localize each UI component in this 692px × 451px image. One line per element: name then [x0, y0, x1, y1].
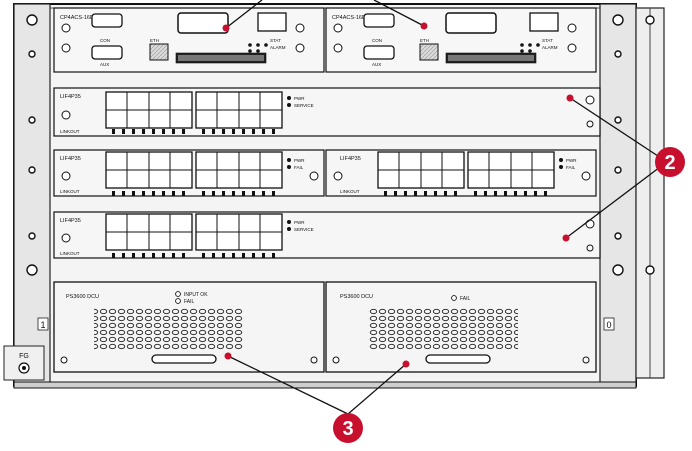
rail-screws	[26, 14, 655, 276]
line-card-4: LIF4P35 LINKOUT PWR SERVICE	[53, 211, 601, 259]
control-card-right: CP4ACS-16D CON AUX ETH STAT ALARM	[325, 7, 597, 73]
svg-text:LIF4P35: LIF4P35	[340, 156, 361, 162]
svg-text:LINKOUT: LINKOUT	[340, 189, 360, 194]
svg-text:PWR: PWR	[566, 158, 577, 163]
svg-text:0: 0	[606, 320, 611, 330]
svg-text:3: 3	[342, 418, 353, 440]
svg-text:LINKOUT: LINKOUT	[60, 129, 80, 134]
svg-text:AUX: AUX	[372, 62, 381, 67]
svg-text:CP4ACS-16D: CP4ACS-16D	[332, 15, 366, 21]
svg-text:FAIL: FAIL	[294, 165, 304, 170]
svg-text:1: 1	[40, 320, 45, 330]
power-unit-right: PS3600 DCU FAIL	[325, 281, 597, 373]
svg-text:PS3600 DCU: PS3600 DCU	[66, 294, 99, 300]
svg-text:CON: CON	[372, 38, 382, 43]
svg-text:FAIL: FAIL	[184, 299, 195, 305]
svg-text:LINKOUT: LINKOUT	[60, 189, 80, 194]
callout-badge-2: 2	[655, 147, 685, 177]
svg-text:FG: FG	[19, 353, 29, 360]
svg-text:LINKOUT: LINKOUT	[60, 251, 80, 256]
svg-text:LIF4P35: LIF4P35	[60, 94, 81, 100]
svg-text:PWR: PWR	[294, 96, 305, 101]
svg-text:FAIL: FAIL	[460, 296, 471, 302]
callout-badge-3: 3	[333, 413, 363, 443]
svg-text:CP4ACS-16D: CP4ACS-16D	[60, 15, 94, 21]
connector-teeth	[112, 191, 547, 258]
line-card-3: LIF4P35 LINKOUT PWR FAIL	[325, 149, 597, 197]
rack-number-right: 0	[603, 317, 615, 331]
svg-text:CON: CON	[100, 38, 110, 43]
power-unit-left: PS3600 DCU INPUT OK FAIL	[53, 281, 325, 373]
line-card-2: LIF4P35 LINKOUT PWR FAIL	[53, 149, 325, 197]
svg-text:ETH: ETH	[150, 38, 159, 43]
svg-text:SERVICE: SERVICE	[294, 103, 314, 108]
callout-endpoints	[222, 22, 574, 368]
svg-text:2: 2	[664, 152, 675, 174]
svg-text:STAT: STAT	[270, 38, 281, 43]
ground-terminal: FG	[3, 345, 45, 381]
svg-text:PWR: PWR	[294, 220, 305, 225]
svg-text:PWR: PWR	[294, 158, 305, 163]
svg-text:FAIL: FAIL	[566, 165, 576, 170]
sfp-port-block	[105, 91, 283, 129]
svg-text:PS3600 DCU: PS3600 DCU	[340, 294, 373, 300]
svg-text:ALARM: ALARM	[542, 45, 558, 50]
svg-text:ALARM: ALARM	[270, 45, 286, 50]
svg-text:INPUT OK: INPUT OK	[184, 292, 208, 298]
svg-text:STAT: STAT	[542, 38, 553, 43]
svg-text:AUX: AUX	[100, 62, 109, 67]
svg-text:ETH: ETH	[420, 38, 429, 43]
svg-text:LIF4P35: LIF4P35	[60, 156, 81, 162]
control-card-left: CP4ACS-16D CON AUX ETH STAT ALARM	[53, 7, 325, 73]
svg-text:SERVICE: SERVICE	[294, 227, 314, 232]
callout-leaders	[225, 0, 665, 415]
svg-text:LIF4P35: LIF4P35	[60, 218, 81, 224]
line-card-1: LIF4P35 LINKOUT PWR SERVICE	[53, 87, 601, 137]
rack-number-left: 1	[37, 317, 49, 331]
